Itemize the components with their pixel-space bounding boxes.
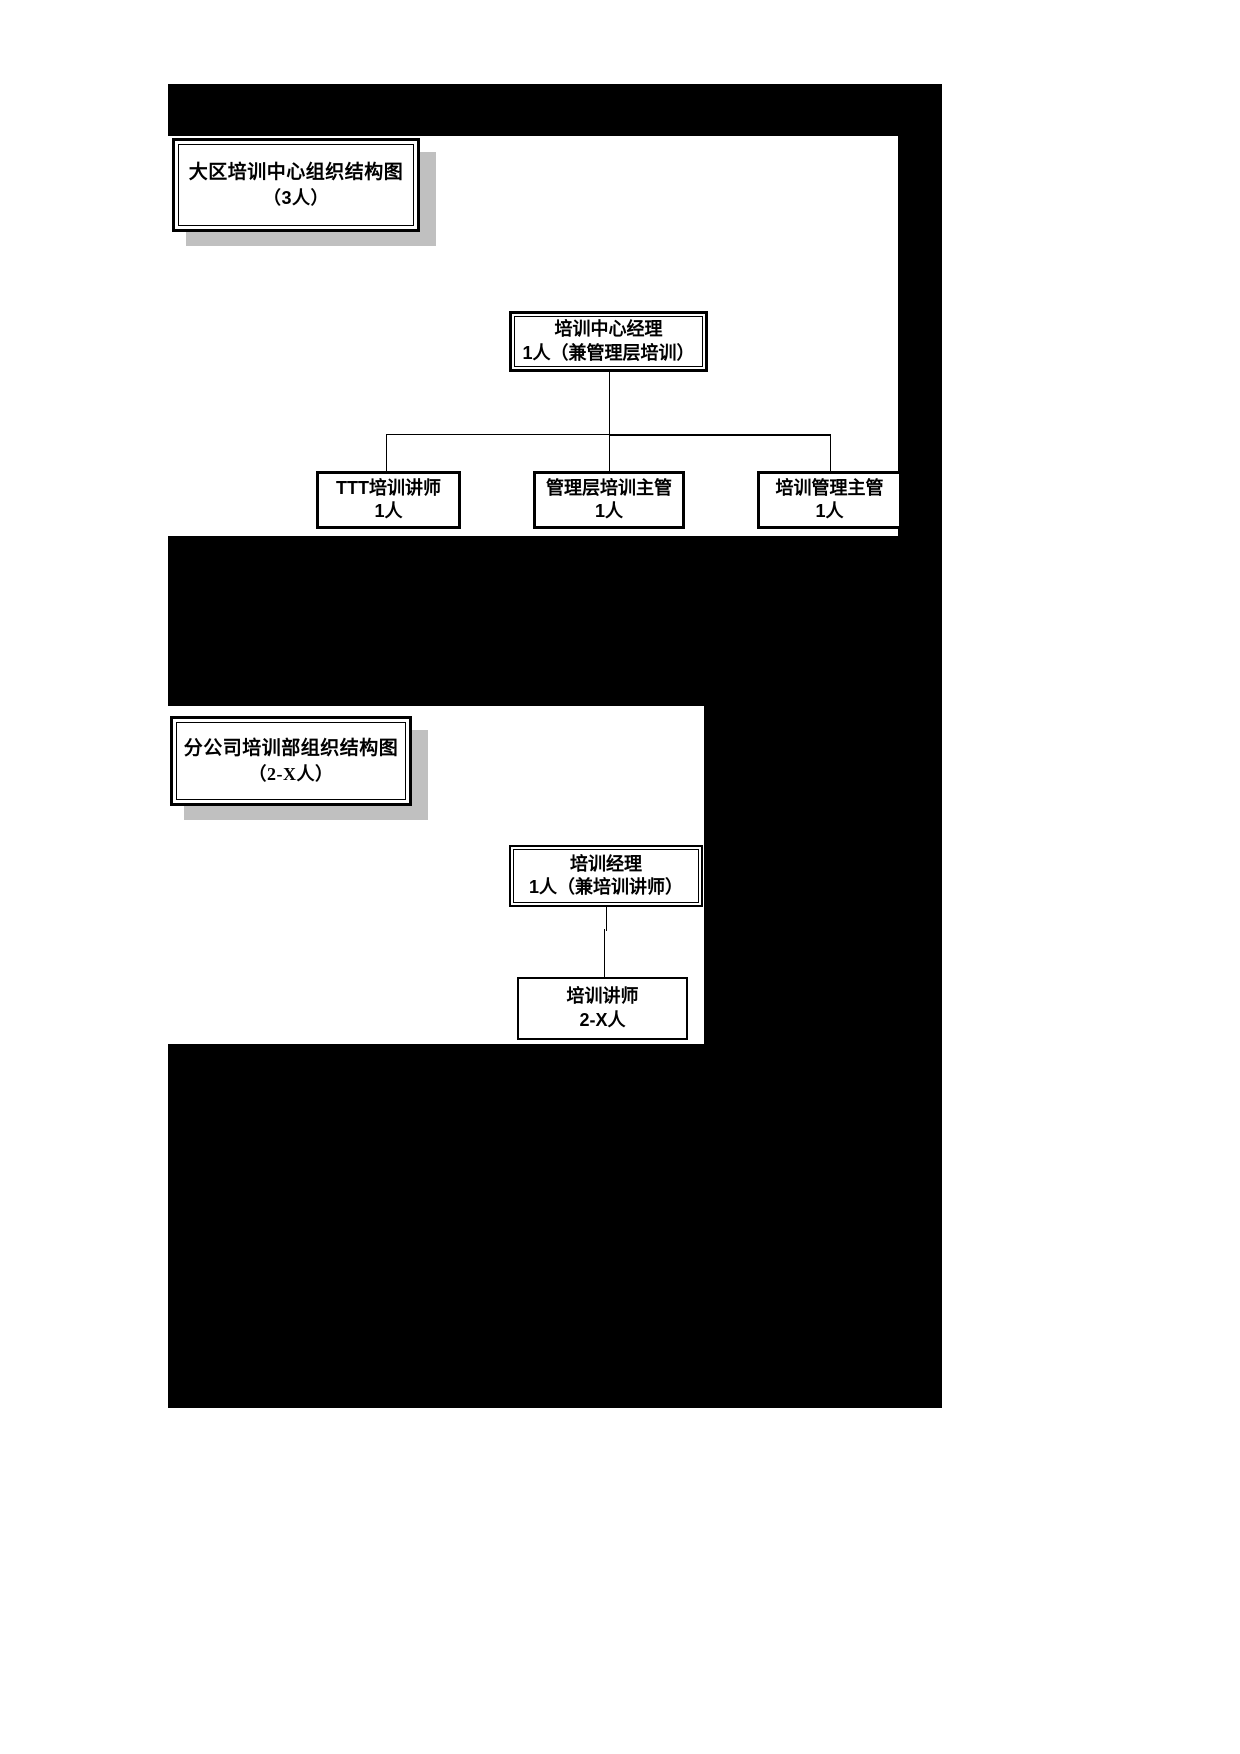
chart-one-child-node-1: TTT培训讲师 1人 (316, 471, 461, 529)
chart-two-subtitle-text: （2-X人） (248, 763, 334, 784)
mask-lower-block (168, 1044, 942, 1408)
chart-one-child-node-2: 管理层培训主管 1人 (533, 471, 685, 529)
chart-one-subtitle-text: （3人） (262, 187, 329, 208)
chart-one-drop-right (830, 434, 831, 472)
chart-two-root-node: 培训经理 1人（兼培训讲师） (509, 845, 703, 907)
chart-one-title-box: 大区培训中心组织结构图 （3人） (172, 138, 420, 232)
chart-one-child-3-title: 培训管理主管 (775, 477, 884, 498)
mask-right-column-upper (898, 84, 942, 536)
mask-middle-right-extension (704, 536, 942, 1044)
chart-one-branch-bar-left (386, 434, 610, 435)
chart-one-child-2-detail: 1人 (594, 501, 623, 521)
chart-two-root-stem-upper (606, 907, 607, 931)
chart-one-child-1-detail: 1人 (374, 501, 403, 521)
chart-two-root-detail: 1人（兼培训讲师） (528, 877, 683, 897)
chart-two-child-node-1: 培训讲师 2-X人 (517, 977, 688, 1040)
chart-two-root-stem-lower (604, 929, 605, 978)
chart-one-drop-center (609, 434, 610, 472)
chart-one-child-3-detail: 1人 (815, 501, 844, 521)
chart-one-root-node: 培训中心经理 1人（兼管理层培训） (509, 311, 708, 372)
chart-one-drop-left (386, 434, 387, 472)
chart-one-root-stem (609, 372, 610, 434)
chart-two-child-1-detail: 2-X人 (579, 1009, 626, 1030)
chart-one-branch-bar-right (609, 434, 831, 436)
chart-one-child-node-3: 培训管理主管 1人 (757, 471, 902, 529)
chart-two-title-box: 分公司培训部组织结构图 （2-X人） (170, 716, 412, 806)
chart-two-root-title: 培训经理 (570, 853, 642, 874)
chart-one-child-1-title: TTT培训讲师 (336, 477, 441, 498)
mask-top-bar (168, 84, 942, 136)
chart-one-root-title: 培训中心经理 (554, 319, 663, 340)
chart-one-title-text: 大区培训中心组织结构图 (188, 162, 404, 184)
chart-two-title-text: 分公司培训部组织结构图 (183, 738, 399, 760)
chart-one-root-detail: 1人（兼管理层培训） (522, 342, 695, 363)
chart-one-child-2-title: 管理层培训主管 (546, 477, 672, 498)
chart-two-child-1-title: 培训讲师 (566, 986, 639, 1007)
